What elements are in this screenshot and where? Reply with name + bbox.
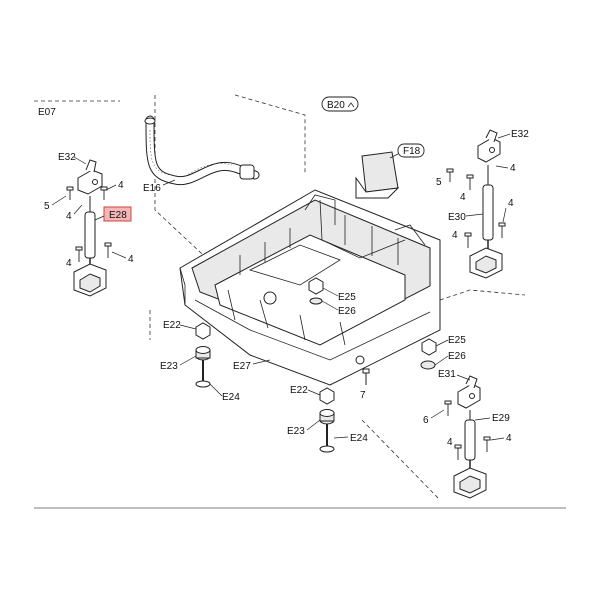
e28-label: E28 (109, 210, 127, 221)
lower-region-boundary (361, 419, 441, 501)
screw-4-label-right-e: 4 (447, 437, 453, 448)
hose-region-boundary-2 (234, 94, 306, 175)
e32-label-left: E32 (58, 152, 76, 163)
screws-left-upper (66, 186, 108, 200)
e28-highlight-box (103, 206, 132, 222)
e24-label-bottom: E24 (350, 433, 368, 444)
screw-4-label-left-c: 4 (66, 258, 72, 269)
suspension-rod-e30 (469, 165, 503, 279)
foot-e25-center (308, 277, 324, 305)
e25-label-right: E25 (448, 335, 466, 346)
b20-label: B20 (327, 100, 345, 111)
e22-label-bottom: E22 (290, 385, 308, 396)
screw-4-label-right-c: 4 (508, 198, 514, 209)
screw-4-label-right-d: 4 (452, 230, 458, 241)
screw-4-label-right-f: 4 (506, 433, 512, 444)
screws-right-lower (454, 436, 491, 460)
suspension-bracket-e31 (457, 375, 481, 409)
e26-label-center: E26 (338, 306, 356, 317)
screw-7-label: 7 (360, 390, 366, 401)
e30-label: E30 (448, 212, 466, 223)
screws-right-mid (464, 222, 506, 248)
e27-leader (252, 359, 271, 365)
e27-label: E27 (233, 361, 251, 372)
screws-left-lower (75, 242, 112, 262)
b20-arrow-icon (347, 102, 355, 108)
screw-4-label-left-b: 4 (66, 211, 72, 222)
screws-right-upper (446, 168, 474, 190)
e16-leader (162, 179, 176, 186)
suspension-bracket-e32-right (477, 129, 501, 163)
screw-4-label-right-a: 4 (510, 163, 516, 174)
drain-hose-e16 (144, 115, 260, 186)
e32-label-right: E32 (511, 129, 529, 140)
e25-label-center: E25 (338, 292, 356, 303)
suspension-rod-e28 (73, 196, 107, 297)
b20-callout: B20 (321, 96, 359, 112)
e22-label-left: E22 (163, 320, 181, 331)
screw-5-label-right: 5 (436, 177, 442, 188)
screw-6-label: 6 (423, 415, 429, 426)
e31-label: E31 (438, 369, 456, 380)
foot-e25-right (420, 338, 437, 370)
screw-4-label-right-b: 4 (460, 192, 466, 203)
leveling-foot-bottom (319, 387, 335, 453)
screw-5-label-left: 5 (44, 201, 50, 212)
screw-7 (362, 368, 370, 385)
e24-label-left: E24 (222, 392, 240, 403)
e26-label-right: E26 (448, 351, 466, 362)
screw-4-label-left-a: 4 (118, 180, 124, 191)
screw-6 (444, 400, 452, 416)
page-ref-label: E07 (38, 107, 56, 118)
e29-label: E29 (492, 413, 510, 424)
screw-4-label-left-d: 4 (128, 254, 134, 265)
e23-label-left: E23 (160, 361, 178, 372)
e16-label: E16 (143, 183, 161, 194)
right-region-boundary (439, 289, 526, 301)
suspension-rod-e29 (453, 410, 487, 499)
suspension-bracket-e32-left (77, 159, 103, 195)
leveling-foot-left (195, 322, 211, 388)
e23-label-bottom: E23 (287, 426, 305, 437)
cover-f18: F18 (355, 143, 425, 199)
f18-label: F18 (403, 146, 421, 157)
